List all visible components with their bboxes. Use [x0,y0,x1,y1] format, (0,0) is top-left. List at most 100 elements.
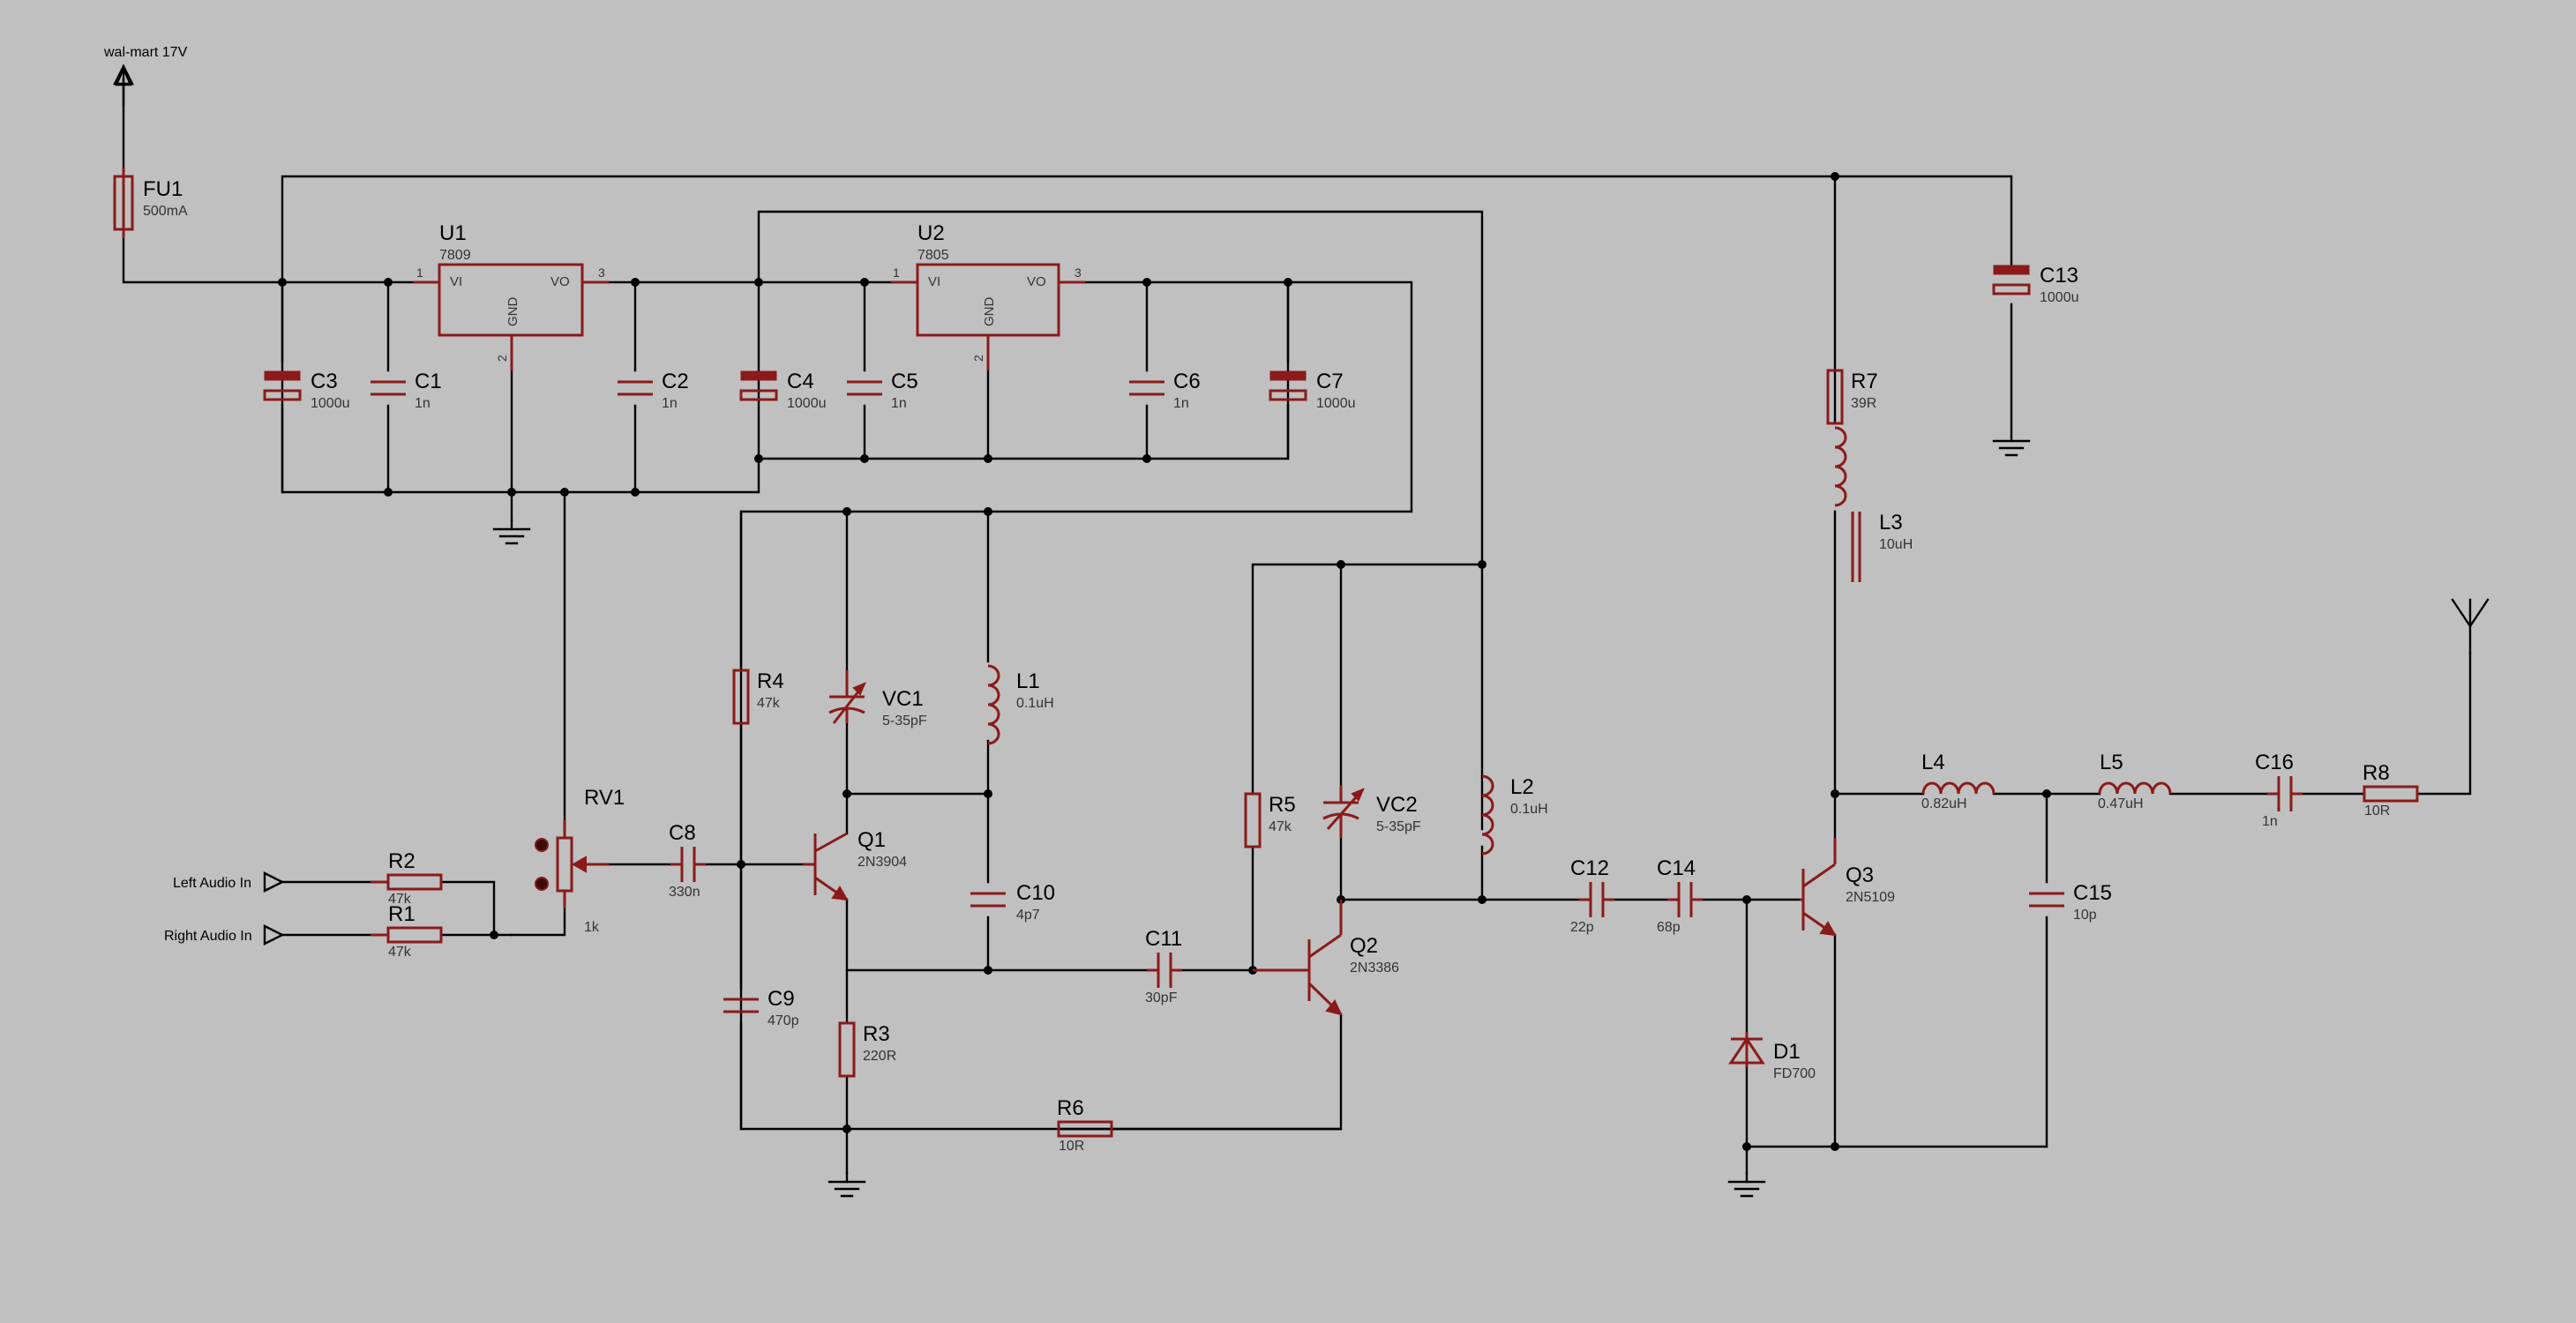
R6-ref: R6 [1057,1096,1084,1120]
capacitor-C2: C2 1n [618,370,689,411]
C1-value: 1n [415,396,431,411]
capacitor-C6: C6 1n [1129,370,1201,411]
L2-ref: L2 [1510,775,1534,799]
U1-pin1: 1 [416,265,423,280]
inductor-L3: L3 10uH [1834,426,1913,582]
capacitor-C12: C12 22p [1570,856,1614,935]
variable-capacitor-VC2: VC2 5-35pF [1322,785,1421,838]
VC1-value: 5-35pF [882,714,927,729]
Q3-ref: Q3 [1846,863,1874,887]
supply-label: wal-mart 17V [103,45,188,60]
U1-pin-gnd: GND [505,297,520,327]
audio-inputs: Left Audio In Right Audio In [164,871,285,946]
R1-value: 47k [388,945,412,960]
capacitor-C3: C3 1000u [263,370,350,411]
FU1-ref: FU1 [143,177,183,201]
L3-ref: L3 [1879,511,1903,534]
capacitor-C1: C1 1n [371,370,442,411]
capacitor-C15: C15 10p [2029,881,2112,923]
U1-value: 7809 [439,248,471,263]
L1-value: 0.1uH [1016,696,1054,711]
C14-value: 68p [1657,920,1681,935]
ground-icon [1992,435,2031,457]
C15-ref: C15 [2073,881,2112,905]
right-audio-label: Right Audio In [164,929,252,944]
resistors: R2 47k R1 47k R6 10R R8 10R R4 47k R3 22… [371,369,2419,1154]
C14-ref: C14 [1657,856,1696,880]
transistors: Q1 2N3904 Q2 2N3386 Q3 2N5109 [803,828,1895,1016]
C6-value: 1n [1173,396,1189,411]
RV1-ref: RV1 [584,786,625,810]
variable-capacitor-VC1: VC1 5-35pF [828,670,927,729]
C12-value: 22p [1570,920,1594,935]
L1-ref: L1 [1016,669,1040,693]
resistor-R2: R2 47k [371,849,443,907]
R8-ref: R8 [2363,761,2390,785]
U2-pin3: 3 [1075,265,1082,280]
C9-ref: C9 [768,987,795,1011]
C10-value: 4p7 [1016,908,1040,923]
U2-value: 7805 [917,248,949,263]
L3-value: 10uH [1879,537,1913,552]
C8-ref: C8 [669,821,696,845]
variable-capacitors: VC1 5-35pF VC2 5-35pF [828,670,1421,838]
L2-value: 0.1uH [1510,802,1548,817]
capacitor-C14: C14 68p [1657,856,1703,935]
Q1-ref: Q1 [857,828,886,852]
U1-pin-vo: VO [550,274,570,289]
C16-value: 1n [2262,814,2278,829]
C4-value: 1000u [787,396,827,411]
U2-pin-vo: VO [1027,274,1046,289]
C1-ref: C1 [415,370,442,393]
inductor-L2: L2 0.1uH [1481,774,1548,856]
ground-icon [1727,1171,1766,1198]
inductor-L4: L4 0.82uH [1921,751,1996,811]
C3-value: 1000u [311,396,350,411]
junctions [278,172,2051,1151]
U2-ref: U2 [917,221,945,245]
capacitor-C4: C4 1000u [739,370,827,411]
potentiometer-RV1: RV1 1k [535,786,625,935]
antenna-icon [2451,598,2490,654]
C3-ref: C3 [311,370,338,393]
U2-pin1: 1 [893,265,900,280]
D1-ref: D1 [1773,1040,1801,1064]
L4-value: 0.82uH [1921,796,1967,811]
C8-value: 330n [669,885,700,900]
transistor-Q1: Q1 2N3904 [803,828,907,901]
R4-ref: R4 [757,669,784,693]
R3-ref: R3 [863,1022,890,1046]
capacitor-C13: C13 1000u [1992,264,2079,305]
capacitor-C9: C9 470p [723,987,799,1028]
C11-value: 30pF [1145,990,1178,1005]
C10-ref: C10 [1016,881,1055,905]
Q3-value: 2N5109 [1846,890,1895,905]
C5-ref: C5 [891,370,918,393]
inductors: L1 0.1uH L2 0.1uH L3 10uH L4 0.82uH L5 0… [987,426,2172,856]
capacitor-C11: C11 30pF [1145,927,1182,1005]
resistor-R5: R5 47k [1244,792,1296,848]
VC1-ref: VC1 [882,687,924,711]
R2-ref: R2 [388,849,416,873]
resistor-R3: R3 220R [838,1021,896,1078]
R4-value: 47k [757,696,781,711]
ground-icon [492,519,531,545]
C9-value: 470p [768,1013,799,1028]
RV1-value: 1k [584,920,600,935]
transistor-Q2: Q2 2N3386 [1253,900,1399,1016]
VC2-value: 5-35pF [1376,819,1421,834]
R7-ref: R7 [1851,370,1878,393]
C13-ref: C13 [2040,264,2078,288]
Q1-value: 2N3904 [857,855,907,870]
C12-ref: C12 [1570,856,1609,880]
C4-ref: C4 [787,370,814,393]
C2-value: 1n [662,396,678,411]
resistor-R1: R1 47k [371,902,443,960]
capacitor-C8: C8 330n [669,821,706,900]
C16-ref: C16 [2255,751,2294,774]
ground-icon [827,1171,866,1198]
C11-ref: C11 [1145,927,1182,951]
transistor-Q3: Q3 2N5109 [1800,838,1895,937]
